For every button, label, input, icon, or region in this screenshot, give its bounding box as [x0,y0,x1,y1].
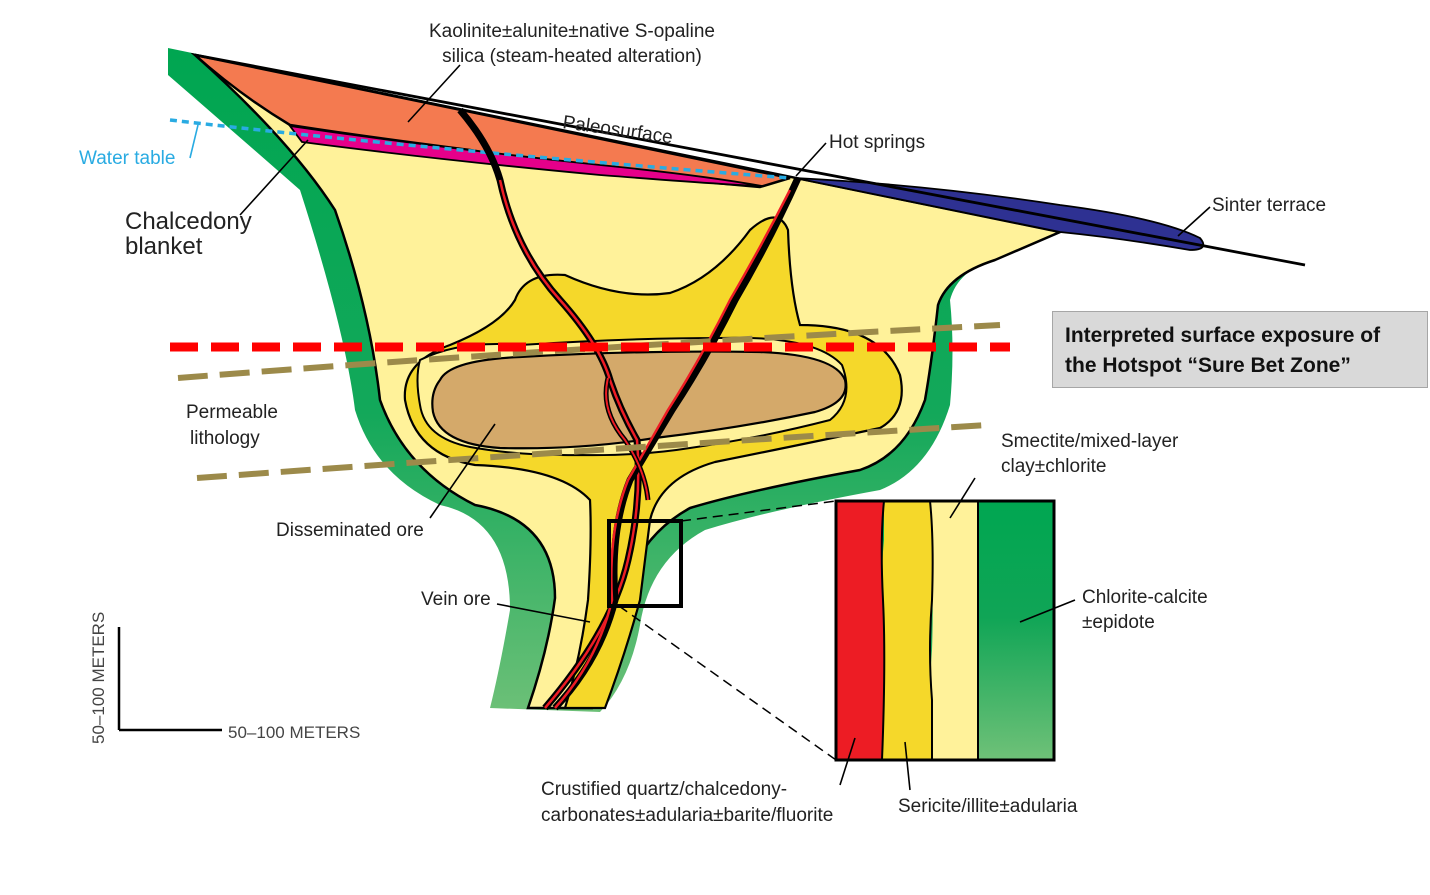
leader-smectite [949,477,976,519]
permeable-upper-boundary [177,322,1001,381]
water-table-line [169,118,791,180]
label-vein-ore: Vein ore [421,589,491,610]
leader-sinter [1177,206,1211,237]
label-disseminated-ore: Disseminated ore [276,520,424,541]
leader-kaolinite [407,64,461,123]
label-sericite: Sericite/illite±adularia [898,796,1078,817]
vein-right-core [554,189,792,709]
zoom-connector-bottom [618,605,837,761]
vein-right [552,176,802,711]
label-chlorite-2: ±epidote [1082,612,1155,633]
label-water-table: Water table [79,148,175,169]
label-kaolinite-1: Kaolinite±alunite±native S-opaline [429,21,715,42]
surface-exposure-callout: Interpreted surface exposure of the Hots… [1052,311,1428,388]
label-crustified-1: Crustified quartz/chalcedony- [541,779,787,800]
leader-crustified [839,737,856,786]
callout-line-1: Interpreted surface exposure of [1065,324,1381,347]
permeable-lower-boundary [196,422,989,481]
label-permeable-2: lithology [190,428,260,449]
zoom-box [607,519,683,608]
leader-water-table [189,124,199,159]
leader-chlorite [1019,599,1076,623]
disseminated-ore-body [431,350,847,450]
label-chalcedony-2: blanket [125,233,203,260]
label-chlorite-1: Chlorite-calcite [1082,587,1208,608]
label-kaolinite-2: silica (steam-heated alteration) [442,46,702,67]
leader-sericite [904,741,911,791]
leader-hot-springs [795,142,827,177]
callout-line-2: the Hotspot “Sure Bet Zone” [1065,354,1351,377]
vein-cross-core [605,377,649,501]
label-smectite-1: Smectite/mixed-layer [1001,431,1179,452]
label-crustified-2: carbonates±adularia±barite/fluorite [541,805,833,826]
sinter-terrace [794,177,1205,251]
zoom-connector-top [680,500,837,522]
leader-chalcedony [239,139,309,216]
label-permeable-1: Permeable [186,402,278,423]
inset-panel [834,499,1056,762]
label-scale-vertical: 50–100 METERS [89,612,108,744]
label-smectite-2: clay±chlorite [1001,456,1106,477]
label-hot-springs: Hot springs [829,132,925,153]
label-chalcedony-1: Chalcedony [125,208,252,235]
paleosurface-line [194,53,1306,267]
leader-vein-ore [496,603,591,623]
label-sinter-terrace: Sinter terrace [1212,195,1326,216]
leader-disseminated [429,423,496,519]
scale-bar [117,627,222,732]
label-scale-horizontal: 50–100 METERS [228,723,360,742]
